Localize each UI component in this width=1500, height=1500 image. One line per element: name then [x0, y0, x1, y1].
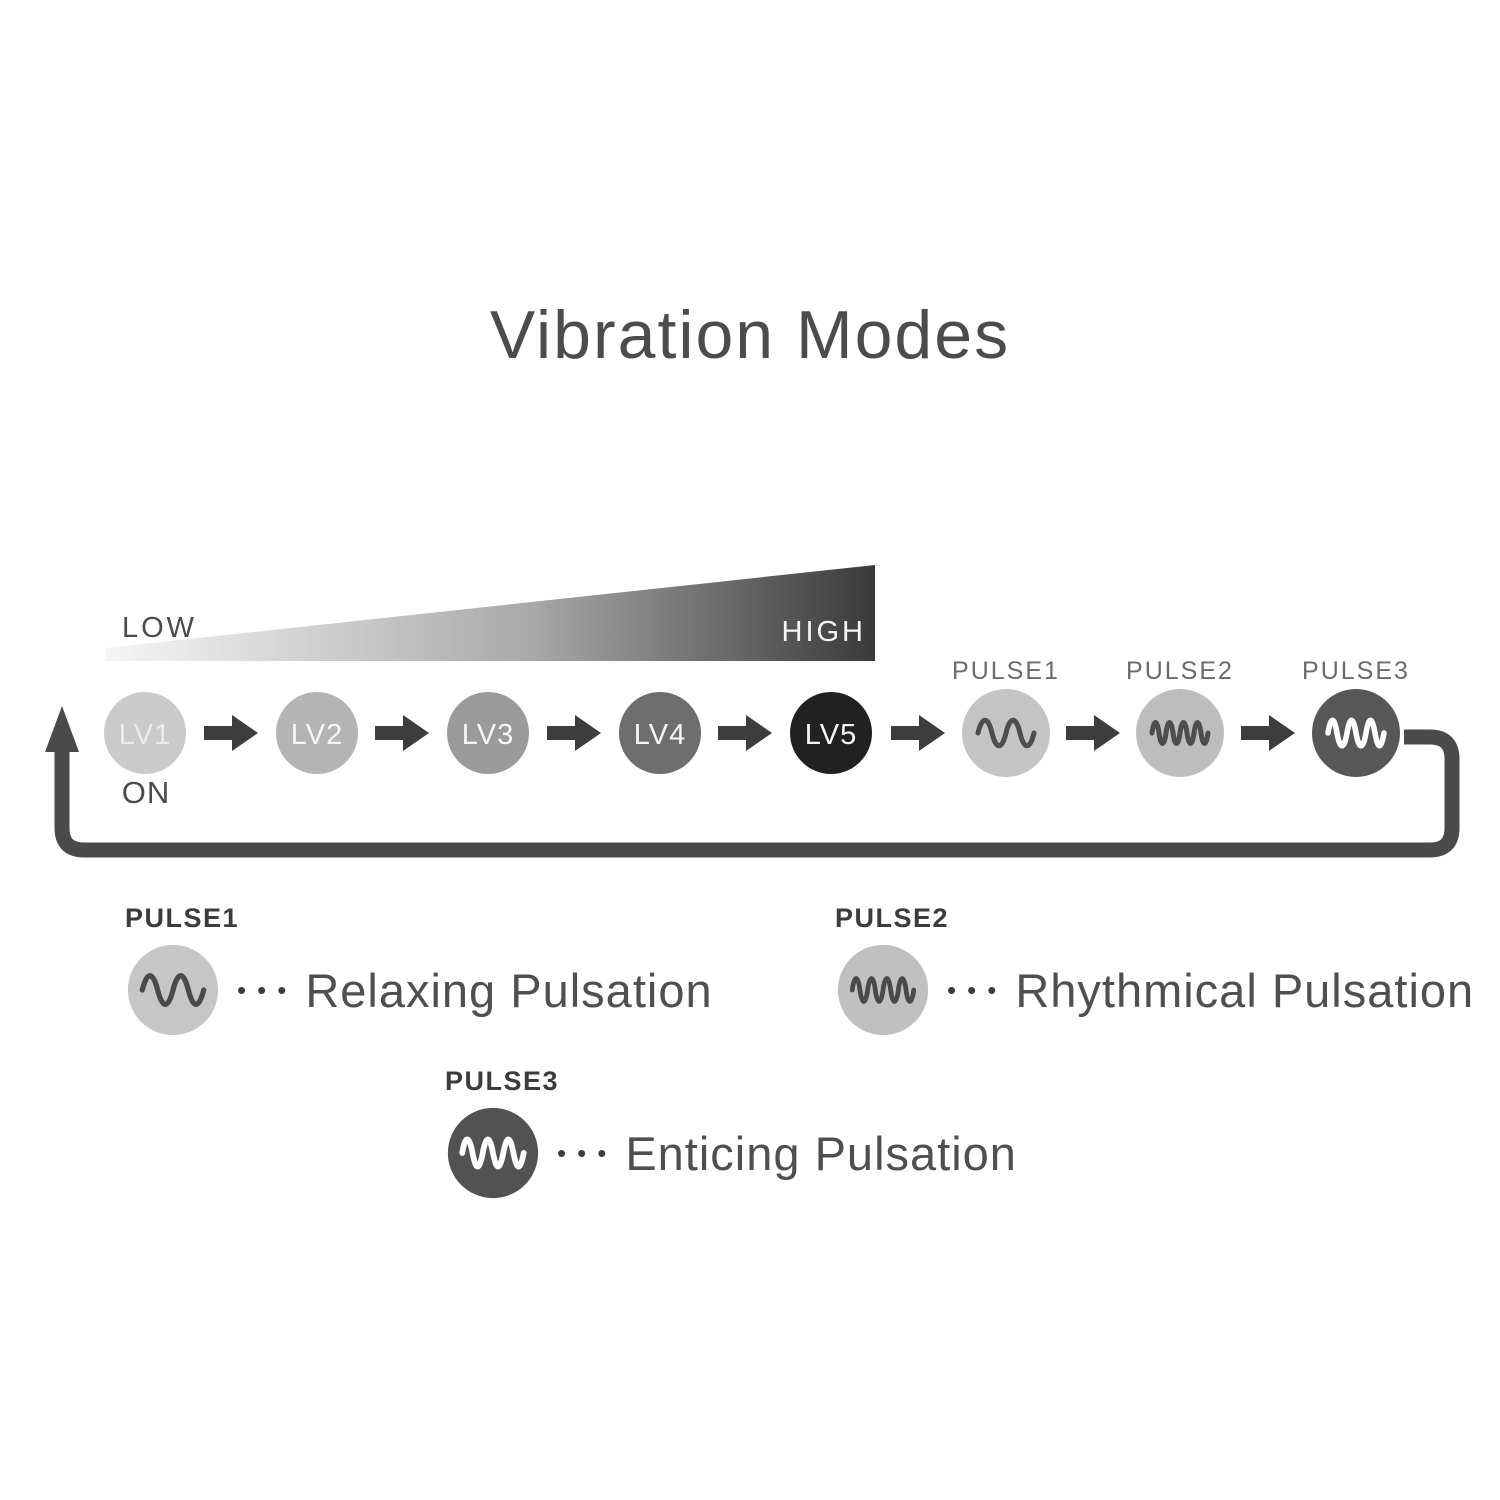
- gentle-wave-icon: [975, 717, 1037, 749]
- low-label: LOW: [122, 612, 197, 644]
- rapid-wave-icon: [1149, 720, 1211, 746]
- level-label: LV4: [634, 719, 686, 751]
- level-circle: [619, 692, 701, 774]
- medium-wave-icon: [447, 1107, 539, 1199]
- pulse-node-pulse1: PULSE1: [952, 657, 1060, 777]
- rapid-wave-icon: [837, 944, 929, 1036]
- level-circle: [276, 692, 358, 774]
- arrow-right-icon: [718, 715, 772, 751]
- loop-back-line: [54, 729, 1460, 858]
- level-circle: [447, 692, 529, 774]
- arrow-right-icon: [547, 715, 601, 751]
- ellipsis-dots: •••: [557, 1137, 618, 1168]
- medium-wave-icon: [1325, 717, 1387, 749]
- on-label: ON: [122, 775, 171, 810]
- legend-pulse1-label: PULSE1: [125, 903, 240, 933]
- legend-pulse3-label: PULSE3: [445, 1066, 560, 1096]
- level-node-lv1: LV1: [104, 692, 186, 774]
- level-label: LV5: [805, 719, 857, 751]
- level-node-lv4: LV4: [619, 692, 701, 774]
- level-label: LV1: [119, 719, 171, 751]
- level-node-lv3: LV3: [447, 692, 529, 774]
- intensity-gradient-wedge: [105, 565, 875, 661]
- level-circle: [104, 692, 186, 774]
- legend-description: Relaxing Pulsation: [305, 963, 713, 1017]
- arrow-right-icon: [375, 715, 429, 751]
- legend-pulse2-label: PULSE2: [835, 903, 950, 933]
- legend-item-pulse3: PULSE3 ••• Enticing Pulsation: [445, 1066, 1017, 1201]
- level-circle: [790, 692, 872, 774]
- level-label: LV2: [291, 719, 343, 751]
- pulse-node-pulse2: PULSE2: [1126, 657, 1234, 777]
- arrow-right-icon: [1241, 715, 1295, 751]
- loop-arrowhead-icon: [45, 706, 79, 752]
- pulse-label: PULSE1: [952, 657, 1060, 685]
- high-label: HIGH: [782, 616, 867, 648]
- pulse-label: PULSE2: [1126, 657, 1234, 685]
- legend-description: Rhythmical Pulsation: [1015, 963, 1475, 1017]
- ellipsis-dots: •••: [947, 974, 1008, 1005]
- page-title: Vibration Modes: [489, 297, 1011, 373]
- arrow-right-icon: [204, 715, 258, 751]
- level-node-lv5: LV5: [790, 692, 872, 774]
- legend-item-pulse1: PULSE1 ••• Relaxing Pulsation: [125, 903, 713, 1038]
- arrow-right-icon: [891, 715, 945, 751]
- gentle-wave-icon: [127, 944, 219, 1036]
- legend-description: Enticing Pulsation: [625, 1126, 1017, 1180]
- pulse-label: PULSE3: [1302, 657, 1410, 685]
- level-label: LV3: [462, 719, 514, 751]
- ellipsis-dots: •••: [237, 974, 298, 1005]
- arrow-right-icon: [1066, 715, 1120, 751]
- pulse-node-pulse3: PULSE3: [1302, 657, 1410, 777]
- legend-item-pulse2: PULSE2 ••• Rhythmical Pulsation: [835, 903, 1474, 1038]
- level-node-lv2: LV2: [276, 692, 358, 774]
